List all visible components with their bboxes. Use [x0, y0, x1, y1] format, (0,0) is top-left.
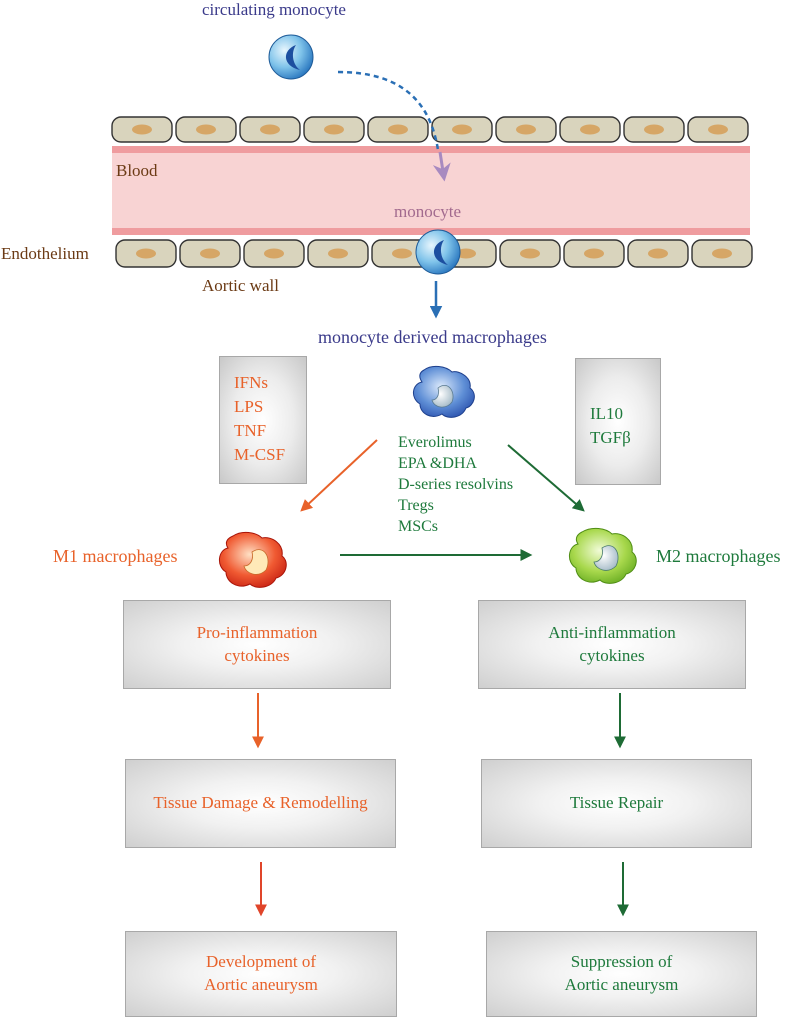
- blood-lumen: [112, 146, 750, 234]
- suppression-aneurysm-box: Suppression of Aortic aneurysm: [486, 931, 757, 1017]
- box-line: cytokines: [579, 645, 645, 665]
- box-line: Suppression of: [570, 952, 673, 972]
- macrophage-cell: [413, 365, 475, 418]
- m1-stimulus: TNF: [234, 421, 267, 440]
- transmigrating-monocyte-cell: [415, 229, 461, 275]
- box-line: Development of: [206, 952, 316, 972]
- box-line: Anti-inflammation: [548, 622, 676, 642]
- m2-macrophage-cell: [569, 527, 637, 584]
- box-line: cytokines: [224, 645, 290, 665]
- endothelial-cells-bottom: [115, 239, 753, 268]
- pro-inflammation-cytokines-box: Pro-inflammation cytokines: [123, 600, 391, 689]
- m1-stimulus: M-CSF: [234, 445, 286, 464]
- m2-stimulus: TGFβ: [590, 428, 631, 447]
- vessel-edge-top: [112, 146, 750, 153]
- circulating-monocyte-label: circulating monocyte: [202, 0, 346, 19]
- endothelium-label: Endothelium: [1, 244, 89, 263]
- monocyte-label: monocyte: [394, 202, 462, 221]
- modulators-list: Everolimus EPA &DHA D-series resolvins T…: [398, 432, 513, 537]
- m2-stimuli-box: [575, 358, 661, 485]
- endothelial-cells-top: [111, 116, 749, 143]
- box-line: Tissue Repair: [569, 793, 664, 813]
- m1-stimulus: IFNs: [234, 373, 269, 392]
- box-line: Aortic aneurysm: [564, 975, 679, 994]
- m2-stimuli-list: IL10 TGFβ: [590, 402, 631, 450]
- m1-stimulus: LPS: [234, 397, 264, 416]
- modulator-item: Tregs: [398, 497, 434, 514]
- tissue-repair-box: Tissue Repair: [481, 759, 752, 848]
- box-line: Aortic aneurysm: [204, 975, 318, 994]
- box-line: Tissue Damage & Remodelling: [153, 793, 368, 813]
- blood-label: Blood: [116, 161, 158, 180]
- m1-macrophage-cell: [219, 531, 287, 588]
- modulator-item: EPA &DHA: [398, 455, 477, 472]
- m2-polarization-arrow: [507, 444, 585, 512]
- aortic-wall-label: Aortic wall: [202, 276, 279, 295]
- m1-stimuli-box: [219, 356, 307, 484]
- monocyte-derived-macrophages-label: monocyte derived macrophages: [318, 327, 547, 347]
- migration-arrow: [432, 151, 451, 182]
- m1-macrophages-label: M1 macrophages: [53, 546, 178, 566]
- m1-polarization-arrow: [300, 439, 378, 512]
- modulator-item: MSCs: [398, 518, 439, 535]
- anti-inflammation-cytokines-box: Anti-inflammation cytokines: [478, 600, 746, 689]
- m2-macrophages-label: M2 macrophages: [656, 546, 781, 566]
- m1-stimuli-list: IFNs LPS TNF M-CSF: [234, 371, 285, 467]
- development-aneurysm-box: Development of Aortic aneurysm: [125, 931, 397, 1017]
- box-line: Pro-inflammation: [196, 622, 318, 642]
- m2-stimulus: IL10: [590, 404, 624, 423]
- circulating-monocyte-cell: [268, 34, 314, 80]
- migration-path-dashed: [337, 70, 440, 151]
- tissue-damage-box: Tissue Damage & Remodelling: [125, 759, 396, 848]
- modulator-item: D-series resolvins: [398, 476, 514, 493]
- modulator-item: Everolimus: [398, 434, 472, 451]
